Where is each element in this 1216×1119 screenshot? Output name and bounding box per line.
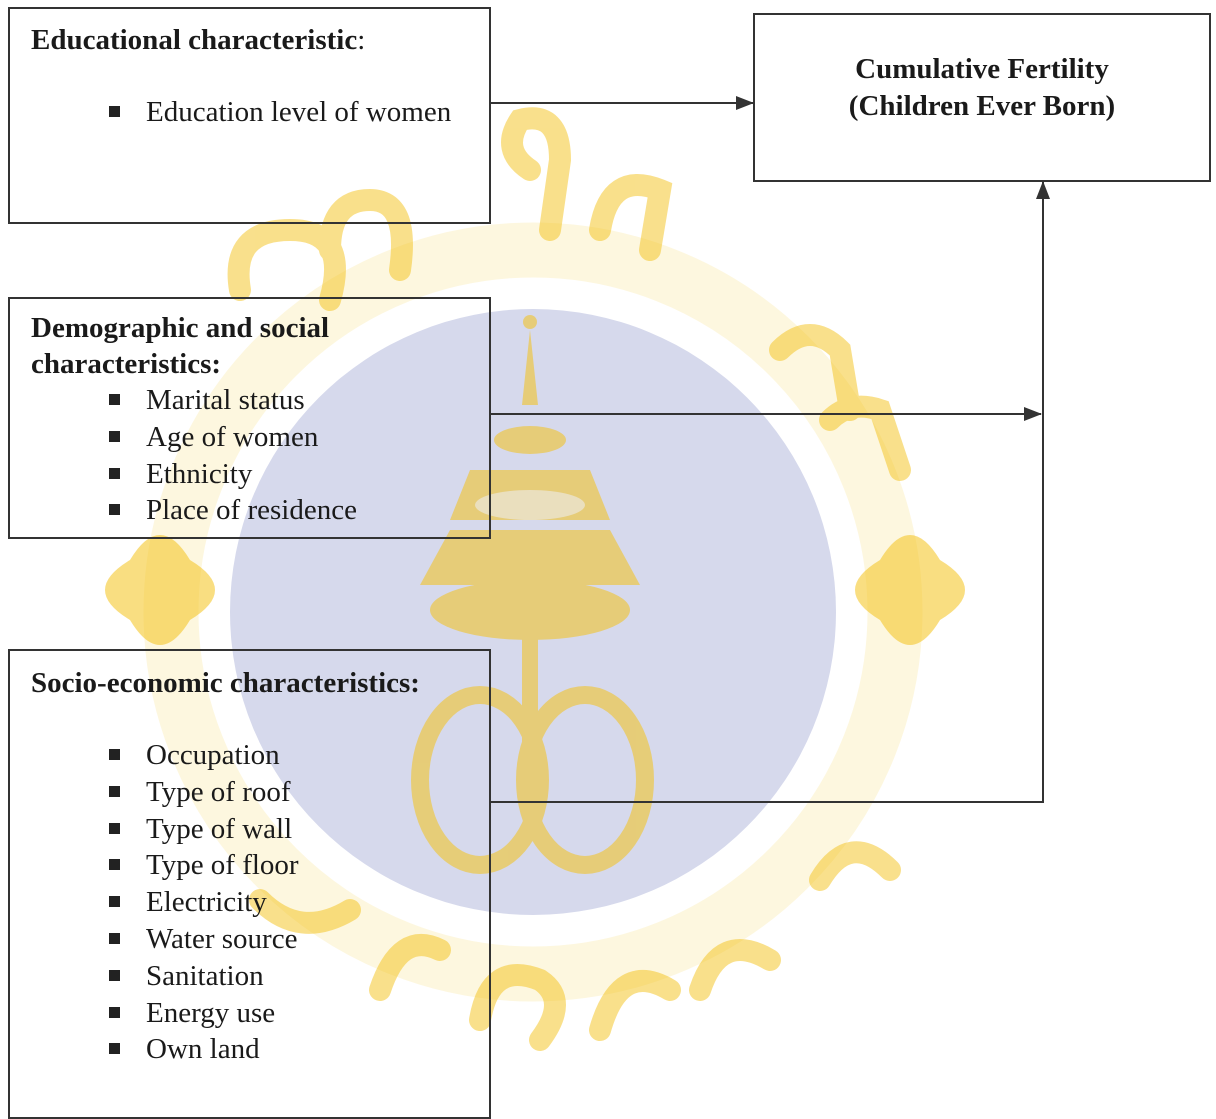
list-item: Place of residence — [31, 492, 489, 529]
educational-items: Education level of women — [31, 94, 489, 131]
seal-emblem-icon — [105, 315, 965, 874]
seal-lettering-icon — [227, 107, 911, 1051]
socio-economic-title: Socio-economic characteristics: — [31, 667, 420, 699]
list-item: Type of wall — [31, 811, 489, 848]
cumulative-fertility-box: Cumulative Fertility (Children Ever Born… — [753, 13, 1211, 182]
list-item: Own land — [31, 1031, 489, 1068]
demographic-title: Demographic and social characteristics: — [31, 312, 330, 380]
list-item: Education level of women — [31, 94, 489, 131]
outcome-title-line-2: (Children Ever Born) — [848, 89, 1116, 122]
list-item: Marital status — [31, 382, 489, 419]
socio-economic-box: Socio-economic characteristics: Occupati… — [8, 649, 491, 1119]
list-item: Energy use — [31, 995, 489, 1032]
list-item: Electricity — [31, 884, 489, 921]
edge-socio-economic-to-outcome — [491, 181, 1050, 803]
demographic-social-box: Demographic and social characteristics: … — [8, 297, 491, 539]
list-item: Ethnicity — [31, 456, 489, 493]
list-item: Age of women — [31, 419, 489, 456]
educational-title-colon: : — [357, 24, 366, 56]
list-item: Type of floor — [31, 847, 489, 884]
demographic-items: Marital status Age of women Ethnicity Pl… — [31, 382, 489, 529]
educational-characteristic-box: Educational characteristic: Education le… — [8, 7, 491, 224]
outcome-title: Cumulative Fertility (Children Ever Born… — [849, 51, 1115, 125]
outcome-title-line-1: Cumulative Fertility — [855, 52, 1109, 85]
socio-economic-items: Occupation Type of roof Type of wall Typ… — [31, 737, 489, 1068]
list-item: Occupation — [31, 737, 489, 774]
list-item: Water source — [31, 921, 489, 958]
educational-title-text: Educational characteristic — [31, 24, 358, 56]
list-item: Sanitation — [31, 958, 489, 995]
list-item: Type of roof — [31, 774, 489, 811]
educational-title: Educational characteristic: — [31, 22, 489, 58]
